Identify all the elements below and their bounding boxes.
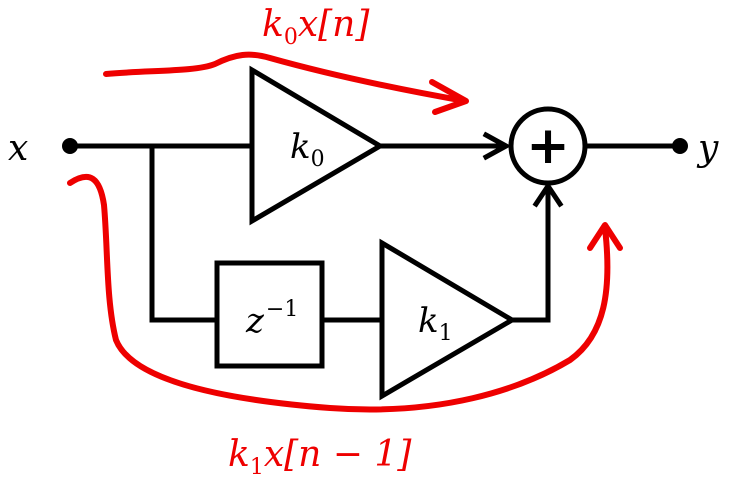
gain-top-label: k0 xyxy=(290,127,325,172)
annotation-bottom-rest: x[n − 1] xyxy=(264,434,412,475)
arrow-into-adder-bottom xyxy=(532,181,564,208)
annotation-bottom-sub: 1 xyxy=(250,455,264,480)
delay-label: z−1 xyxy=(245,297,298,341)
annotation-bottom: k1x[n − 1] xyxy=(228,434,412,480)
annotation-bottom-k: k xyxy=(228,434,250,475)
branch-wire xyxy=(149,143,220,323)
gain-bottom-sub: 1 xyxy=(439,321,453,346)
bottom-path-arrowhead xyxy=(587,222,623,251)
delay-sup: −1 xyxy=(266,297,298,322)
annotation-top-rest: x[n] xyxy=(298,4,371,45)
signal-wires xyxy=(67,143,677,323)
output-terminal xyxy=(672,138,688,154)
bottom-path-wire xyxy=(509,185,551,323)
bottom-path-curve xyxy=(67,174,611,413)
adder-plus-icon: + xyxy=(526,116,570,176)
annotation-top-sub: 0 xyxy=(284,25,298,50)
gain-triangle-top xyxy=(249,65,385,226)
annotation-top-k: k xyxy=(262,4,284,45)
adder-circle xyxy=(508,106,588,186)
input-label: x xyxy=(8,128,28,169)
top-path-curve xyxy=(103,51,468,104)
red-annotations xyxy=(67,51,623,413)
gain-bottom-label: k1 xyxy=(418,301,453,346)
top-path-arrowhead xyxy=(429,79,469,115)
arrow-into-adder-left xyxy=(482,131,512,161)
gain-bottom-symbol: k xyxy=(418,301,439,341)
output-label: y xyxy=(696,128,719,169)
input-terminal xyxy=(62,138,78,154)
gain-top-symbol: k xyxy=(290,127,311,167)
delay-base: z xyxy=(245,301,265,341)
gain-triangle-bottom xyxy=(379,238,517,401)
delay-block xyxy=(214,260,325,369)
annotation-top: k0x[n] xyxy=(262,4,370,50)
gain-top-sub: 0 xyxy=(311,147,325,172)
